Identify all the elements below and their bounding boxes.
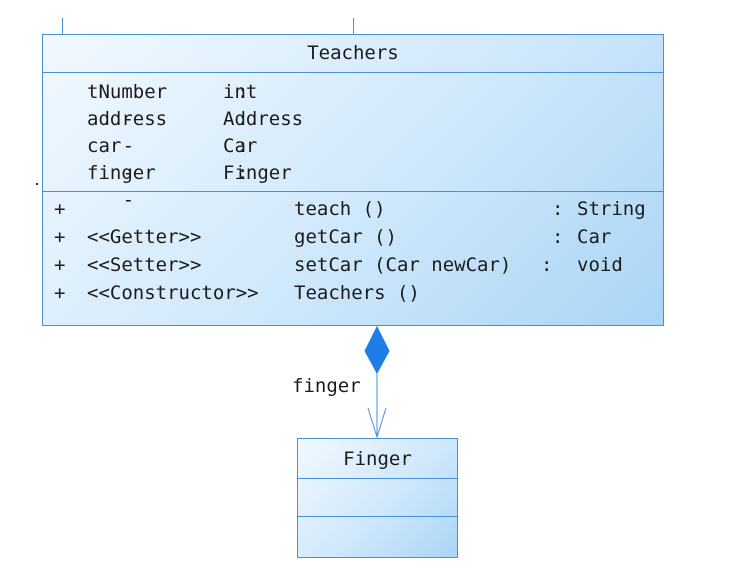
visibility-marker: + [54,254,66,276]
operation-return-type: String [577,198,646,220]
class-finger-title: Finger [343,448,412,470]
attribute-row: - [54,106,134,187]
class-teachers[interactable]: Teachers - tNumber : int - address : Add… [42,34,664,326]
class-finger-name-compartment: Finger [298,439,457,478]
attribute-row: - [54,160,134,241]
attribute-name: tNumber [87,81,168,103]
visibility-marker: - [122,135,135,157]
connector-stub-right [353,18,354,34]
class-teachers-attributes: - tNumber : int - address : Address - ca… [43,72,663,211]
visibility-marker: - [122,108,135,130]
operation-return-type: void [577,254,623,276]
visibility-marker: - [122,162,135,184]
operation-stereotype: <<Setter>> [87,254,202,276]
class-finger-attributes [298,478,457,516]
attribute-type: Car [223,135,258,157]
attribute-sep: : [237,81,249,103]
operation-signature: setCar (Car newCar) [294,254,512,276]
operation-stereotype: <<Constructor>> [87,282,259,304]
attribute-sep: : [237,108,249,130]
composition-diamond-icon [364,325,390,375]
visibility-marker: + [54,282,66,304]
navigability-arrow-icon [367,407,387,439]
stray-dot [36,183,38,185]
operation-sep: : [552,226,564,248]
operation-sep: : [541,254,553,276]
operation-signature: Teachers () [294,282,420,304]
attribute-name: finger [87,162,156,184]
operation-return-type: Car [577,226,612,248]
attribute-sep: : [237,135,249,157]
class-teachers-name-compartment: Teachers [43,35,663,72]
operation-sep: : [552,198,564,220]
operation-signature: teach () [294,198,386,220]
visibility-marker: + [54,198,66,220]
attribute-name: car [87,135,122,157]
attribute-type: Finger [223,162,292,184]
class-finger[interactable]: Finger [297,438,458,558]
class-teachers-title: Teachers [307,42,399,64]
association-role-label: finger [292,375,361,397]
attribute-type: Address [223,108,304,130]
attribute-type: int [223,81,258,103]
operation-signature: getCar () [294,226,397,248]
visibility-marker: - [122,189,135,211]
attribute-row: - [54,79,134,160]
operation-stereotype: <<Getter>> [87,226,202,248]
class-finger-operations [298,516,457,558]
attribute-sep: : [237,162,249,184]
visibility-marker: + [54,226,66,248]
connector-stub-left [62,18,63,34]
attribute-name: address [87,108,168,130]
attribute-row: - [54,133,134,214]
class-teachers-operations: + teach () : String + <<Getter>> getCar … [43,191,663,326]
